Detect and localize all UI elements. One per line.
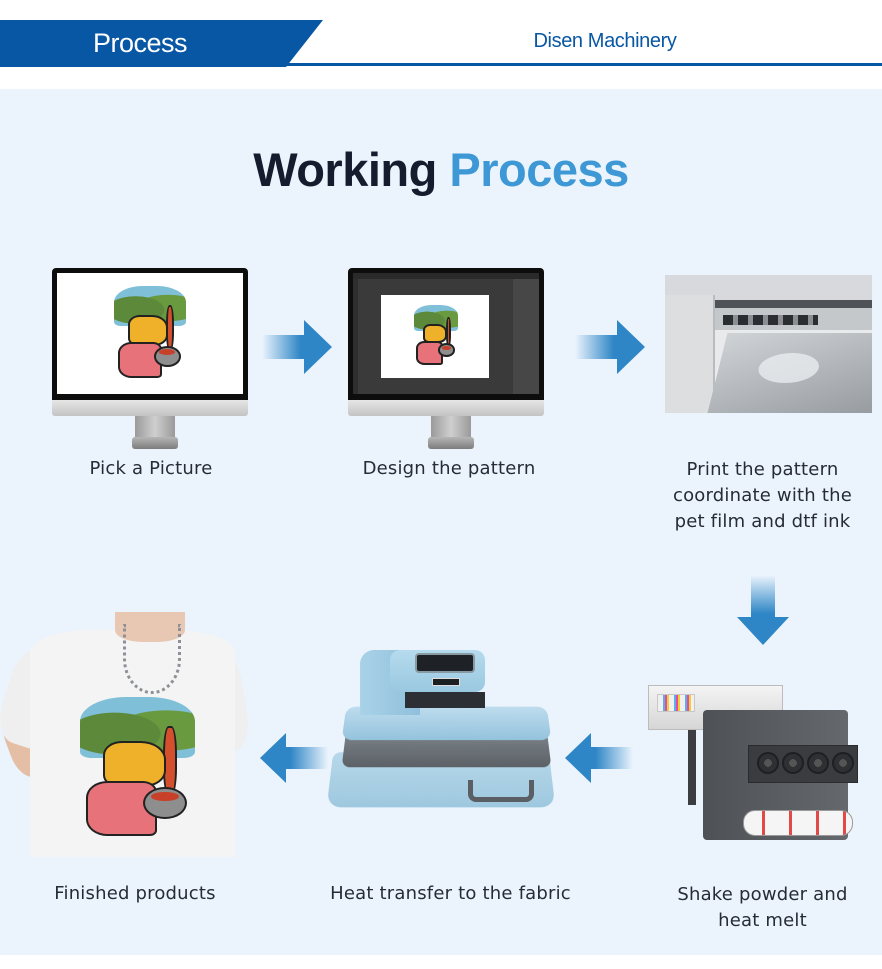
step-4-caption-line-1: Shake powder and xyxy=(677,884,848,905)
arrow-right-icon xyxy=(575,320,645,374)
step-1-monitor-image xyxy=(52,268,248,450)
header-underline xyxy=(286,63,882,66)
step-2-monitor-image xyxy=(348,268,544,450)
step-3-dtf-printer-photo xyxy=(665,275,872,413)
arrow-down-icon xyxy=(737,575,789,645)
step-1-caption: Pick a Picture xyxy=(89,458,213,479)
photo-editor-screen xyxy=(353,273,539,394)
arrow-left-icon xyxy=(260,733,328,783)
step-3-caption: Print the pattern coordinate with the pe… xyxy=(650,457,875,535)
step-3-caption-line-2: coordinate with the xyxy=(673,485,852,506)
step-4-caption: Shake powder and heat melt xyxy=(650,882,875,934)
monitor-stand-foot xyxy=(428,437,474,449)
step-4-powder-shaker-photo xyxy=(648,660,863,855)
step-4-caption-line-2: heat melt xyxy=(718,910,807,931)
title-process: Process xyxy=(449,143,629,196)
step-6-caption: Finished products xyxy=(54,883,216,904)
monitor-stand-neck xyxy=(135,416,175,437)
step-5-heat-press-photo xyxy=(326,650,556,810)
monitor-chin xyxy=(348,400,544,416)
artwork-graphic xyxy=(414,305,458,367)
editor-side-panel xyxy=(513,279,539,394)
monitor-chin xyxy=(52,400,248,416)
step-2-caption: Design the pattern xyxy=(362,458,536,479)
header-tab-background xyxy=(0,20,323,67)
title-working: Working xyxy=(253,143,437,196)
step-3-caption-line-3: pet film and dtf ink xyxy=(674,511,851,532)
step-6-finished-tshirt-photo xyxy=(0,612,254,857)
artwork-graphic xyxy=(114,286,186,382)
brand-name: Disen Machinery xyxy=(533,30,677,52)
step-3-caption-line-1: Print the pattern xyxy=(686,459,839,480)
arrow-left-icon xyxy=(565,733,633,783)
header-tab-label: Process xyxy=(92,28,188,58)
step-5-caption: Heat transfer to the fabric xyxy=(330,883,571,904)
monitor-frame xyxy=(52,268,248,401)
monitor-frame xyxy=(348,268,544,401)
monitor-screen xyxy=(57,273,243,394)
editor-toolbar xyxy=(353,279,358,394)
editor-canvas xyxy=(381,295,489,378)
page-title: Working Process xyxy=(0,140,882,200)
arrow-right-icon xyxy=(262,320,332,374)
printed-artwork-graphic xyxy=(80,697,195,842)
editor-menubar xyxy=(353,273,539,279)
monitor-stand-foot xyxy=(132,437,178,449)
monitor-stand-neck xyxy=(431,416,471,437)
